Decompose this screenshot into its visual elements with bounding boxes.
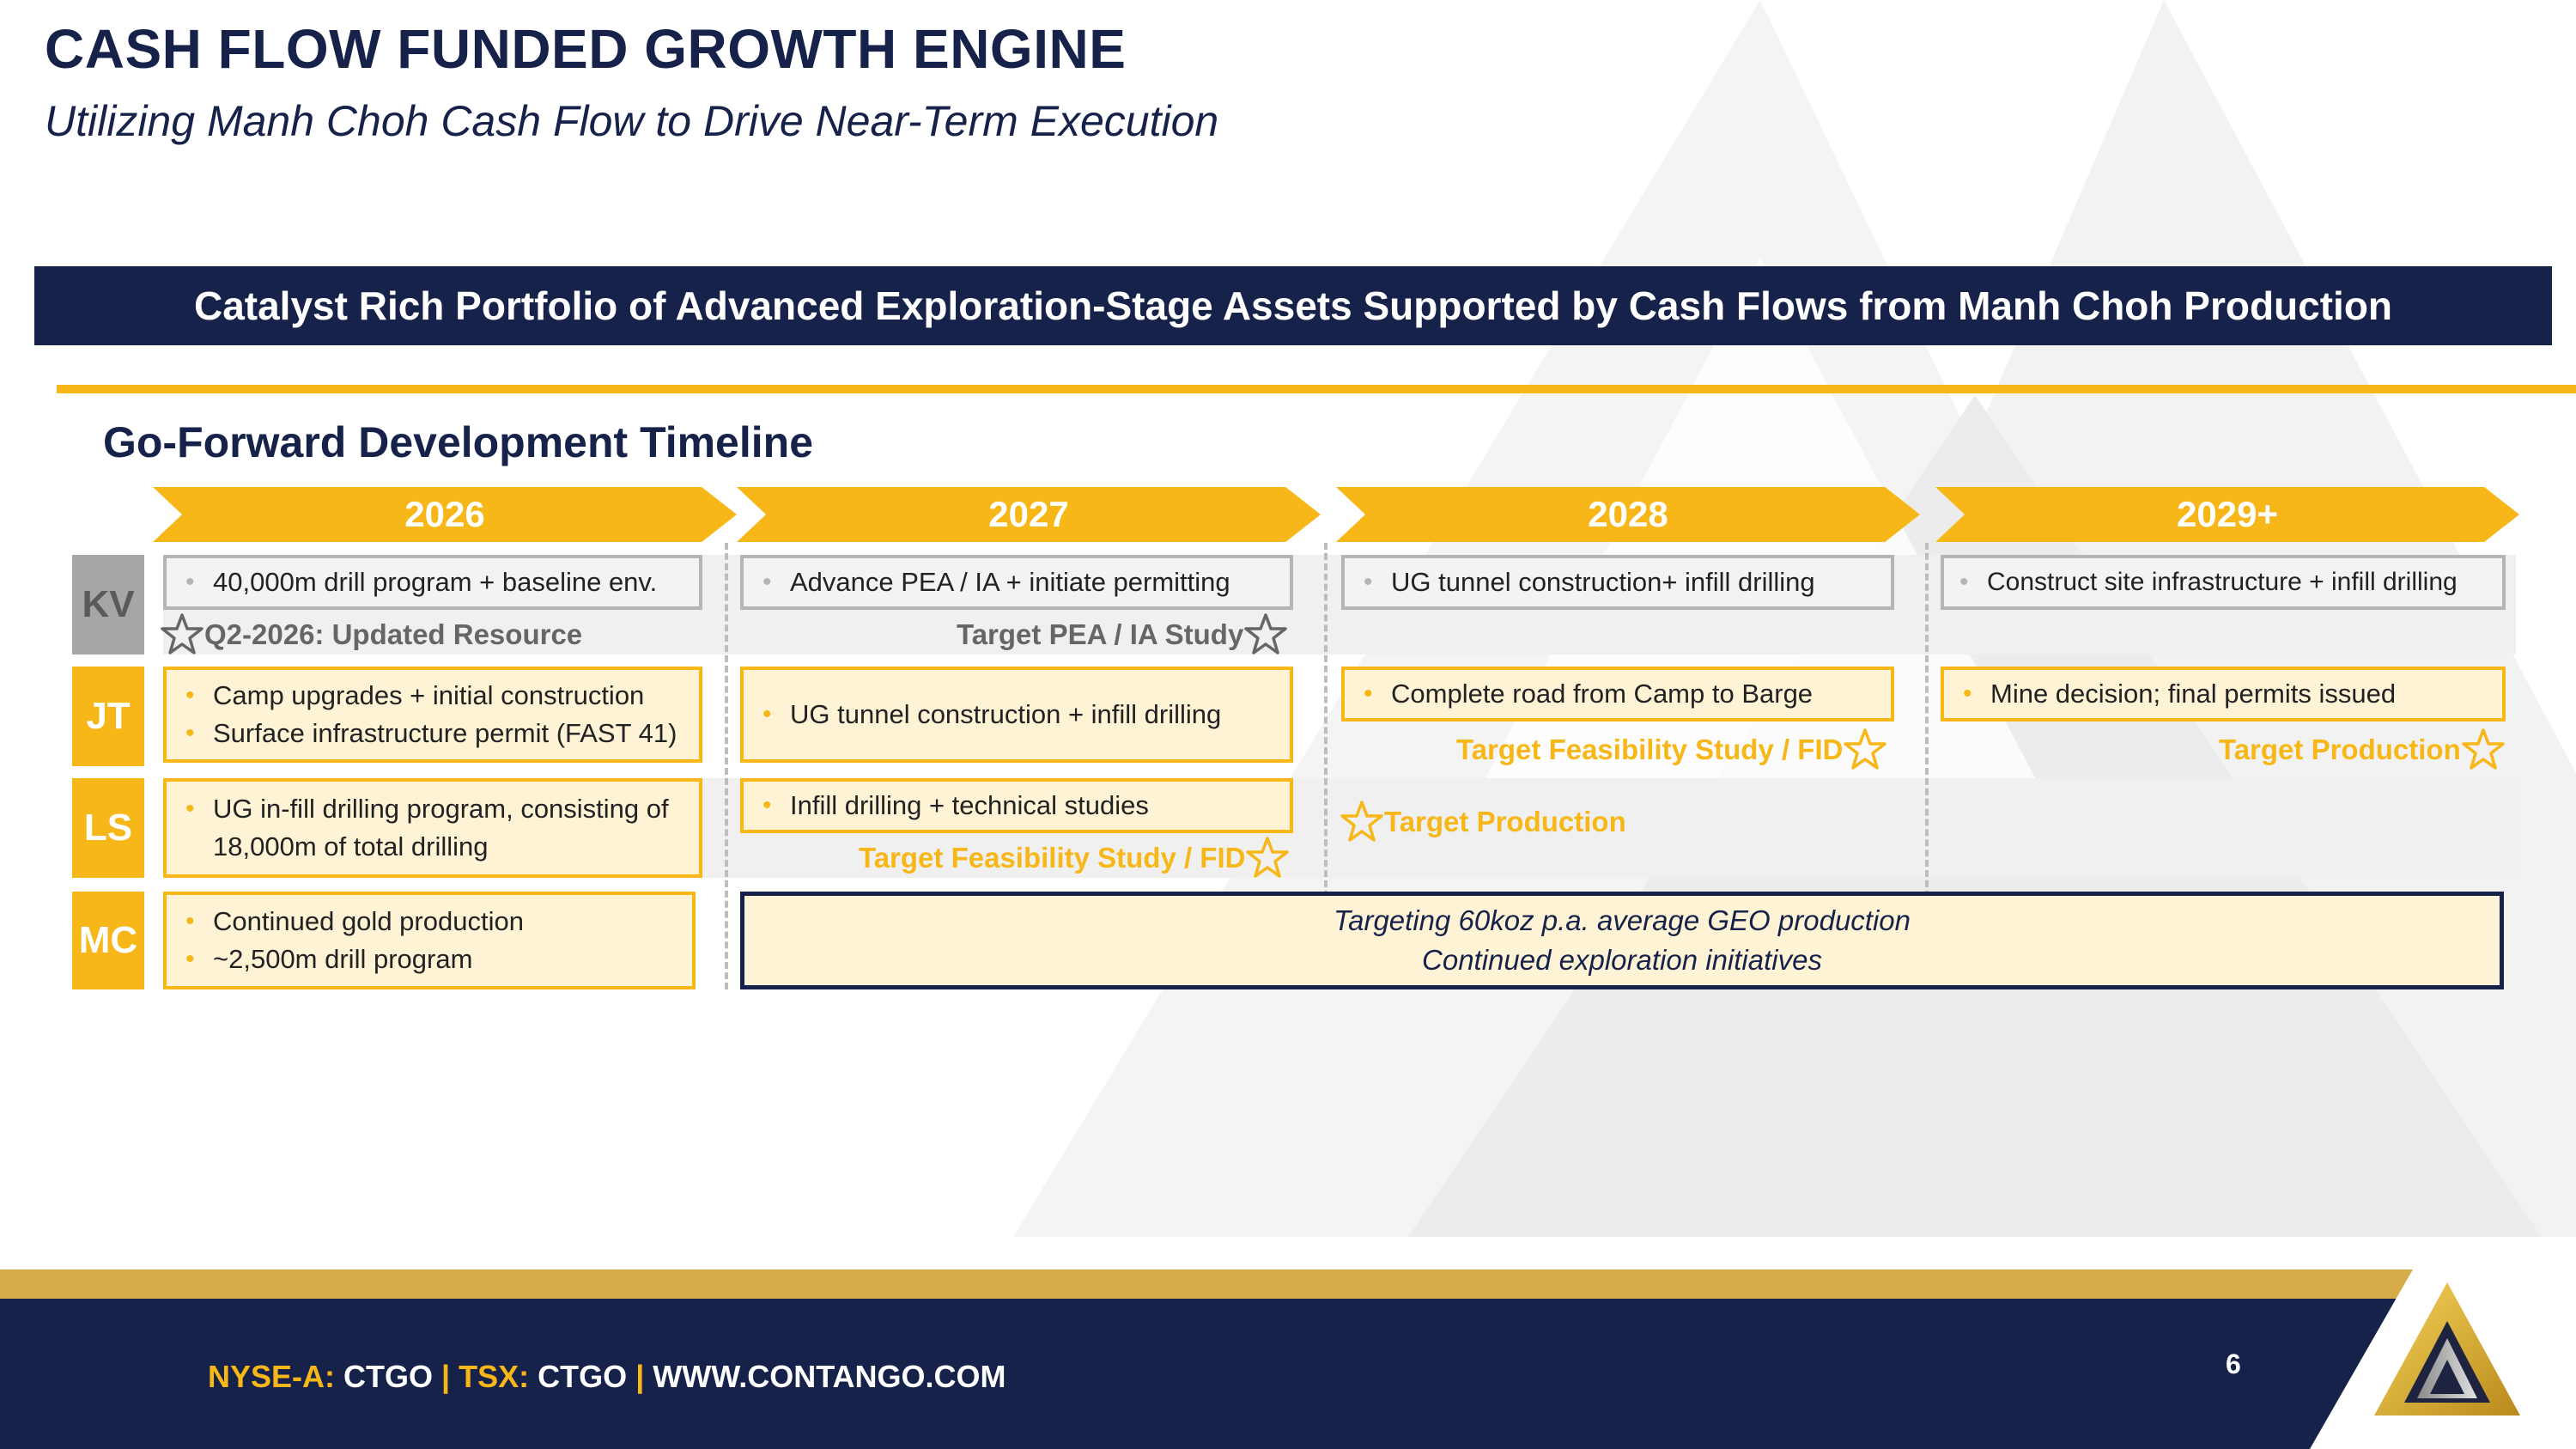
star-icon — [2461, 728, 2505, 770]
kv-target-pea: Target PEA / IA Study — [957, 612, 1288, 658]
ls-2026-box: •UG in-fill drilling program, consisting… — [163, 778, 702, 878]
footer-tickers: NYSE-A: CTGO | TSX: CTGO | WWW.CONTANGO.… — [208, 1359, 1006, 1394]
column-divider — [725, 543, 728, 989]
jt-2028-box: •Complete road from Camp to Barge — [1341, 667, 1894, 721]
star-icon — [161, 613, 204, 654]
kv-2027-box: •Advance PEA / IA + initiate permitting — [740, 555, 1293, 610]
mc-span-line-1: Targeting 60koz p.a. average GEO product… — [1333, 904, 1911, 936]
jt-2029-box: •Mine decision; final permits issued — [1941, 667, 2506, 721]
column-divider — [1324, 543, 1327, 989]
kv-2028-box: •UG tunnel construction+ infill drilling — [1341, 555, 1894, 610]
company-logo-icon — [2374, 1282, 2520, 1416]
footer-gold-band — [0, 1269, 2421, 1299]
kv-2029-box: •Construct site infrastructure + infill … — [1941, 555, 2506, 610]
page-title: CASH FLOW FUNDED GROWTH ENGINE — [45, 18, 1127, 80]
mc-span-bar: Targeting 60koz p.a. average GEO product… — [740, 892, 2504, 989]
mc-span-line-2: Continued exploration initiatives — [1422, 944, 1822, 976]
kv-2026-box: •40,000m drill program + baseline env. — [163, 555, 702, 610]
timeline-title: Go-Forward Development Timeline — [103, 418, 814, 466]
footer — [0, 1299, 2576, 1449]
star-icon — [1244, 613, 1288, 654]
star-icon — [1340, 801, 1383, 842]
year-chevron-2029: 2029+ — [1935, 487, 2519, 542]
ls-2027-box: •Infill drilling + technical studies — [740, 778, 1293, 833]
banner: Catalyst Rich Portfolio of Advanced Expl… — [34, 266, 2552, 345]
year-chevron-2027: 2027 — [737, 487, 1321, 542]
page-number: 6 — [2226, 1349, 2241, 1379]
row-label-ls: LS — [72, 778, 144, 878]
jt-2027-box: •UG tunnel construction + infill drillin… — [740, 667, 1293, 763]
row-label-mc: MC — [72, 892, 144, 989]
jt-2026-box: •Camp upgrades + initial construction •S… — [163, 667, 702, 763]
row-label-kv: KV — [72, 555, 144, 654]
row-label-jt: JT — [72, 667, 144, 766]
website-link[interactable]: WWW.CONTANGO.COM — [653, 1359, 1006, 1394]
mc-2026-box: •Continued gold production •~2,500m dril… — [163, 892, 696, 989]
year-chevron-2028: 2028 — [1336, 487, 1920, 542]
star-icon — [1246, 837, 1290, 878]
star-icon — [1844, 728, 1887, 770]
year-chevron-2026: 2026 — [153, 487, 737, 542]
kv-target-resource: Q2-2026: Updated Resource — [160, 612, 582, 658]
ls-target-fid: Target Feasibility Study / FID — [859, 835, 1290, 881]
column-divider — [1925, 543, 1929, 989]
jt-target-production: Target Production — [2219, 727, 2506, 773]
page-subtitle: Utilizing Manh Choh Cash Flow to Drive N… — [45, 97, 1219, 145]
ls-target-production: Target Production — [1340, 799, 1626, 845]
gold-divider — [57, 385, 2576, 393]
jt-target-fid: Target Feasibility Study / FID — [1456, 727, 1887, 773]
